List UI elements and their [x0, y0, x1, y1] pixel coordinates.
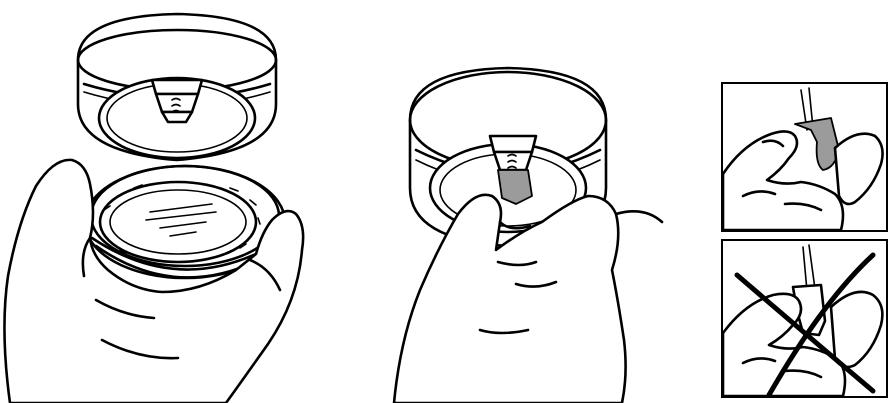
correct-grip-illustration — [721, 82, 888, 232]
remove-lid-illustration — [0, 0, 330, 403]
hand — [3, 158, 305, 403]
incorrect-grip-illustration — [721, 239, 888, 398]
hand — [392, 193, 664, 403]
pull-tab-illustration — [360, 0, 700, 403]
cross-mark-icon — [734, 252, 876, 396]
sensor-pack — [83, 164, 287, 280]
applicator-lid — [76, 12, 278, 162]
